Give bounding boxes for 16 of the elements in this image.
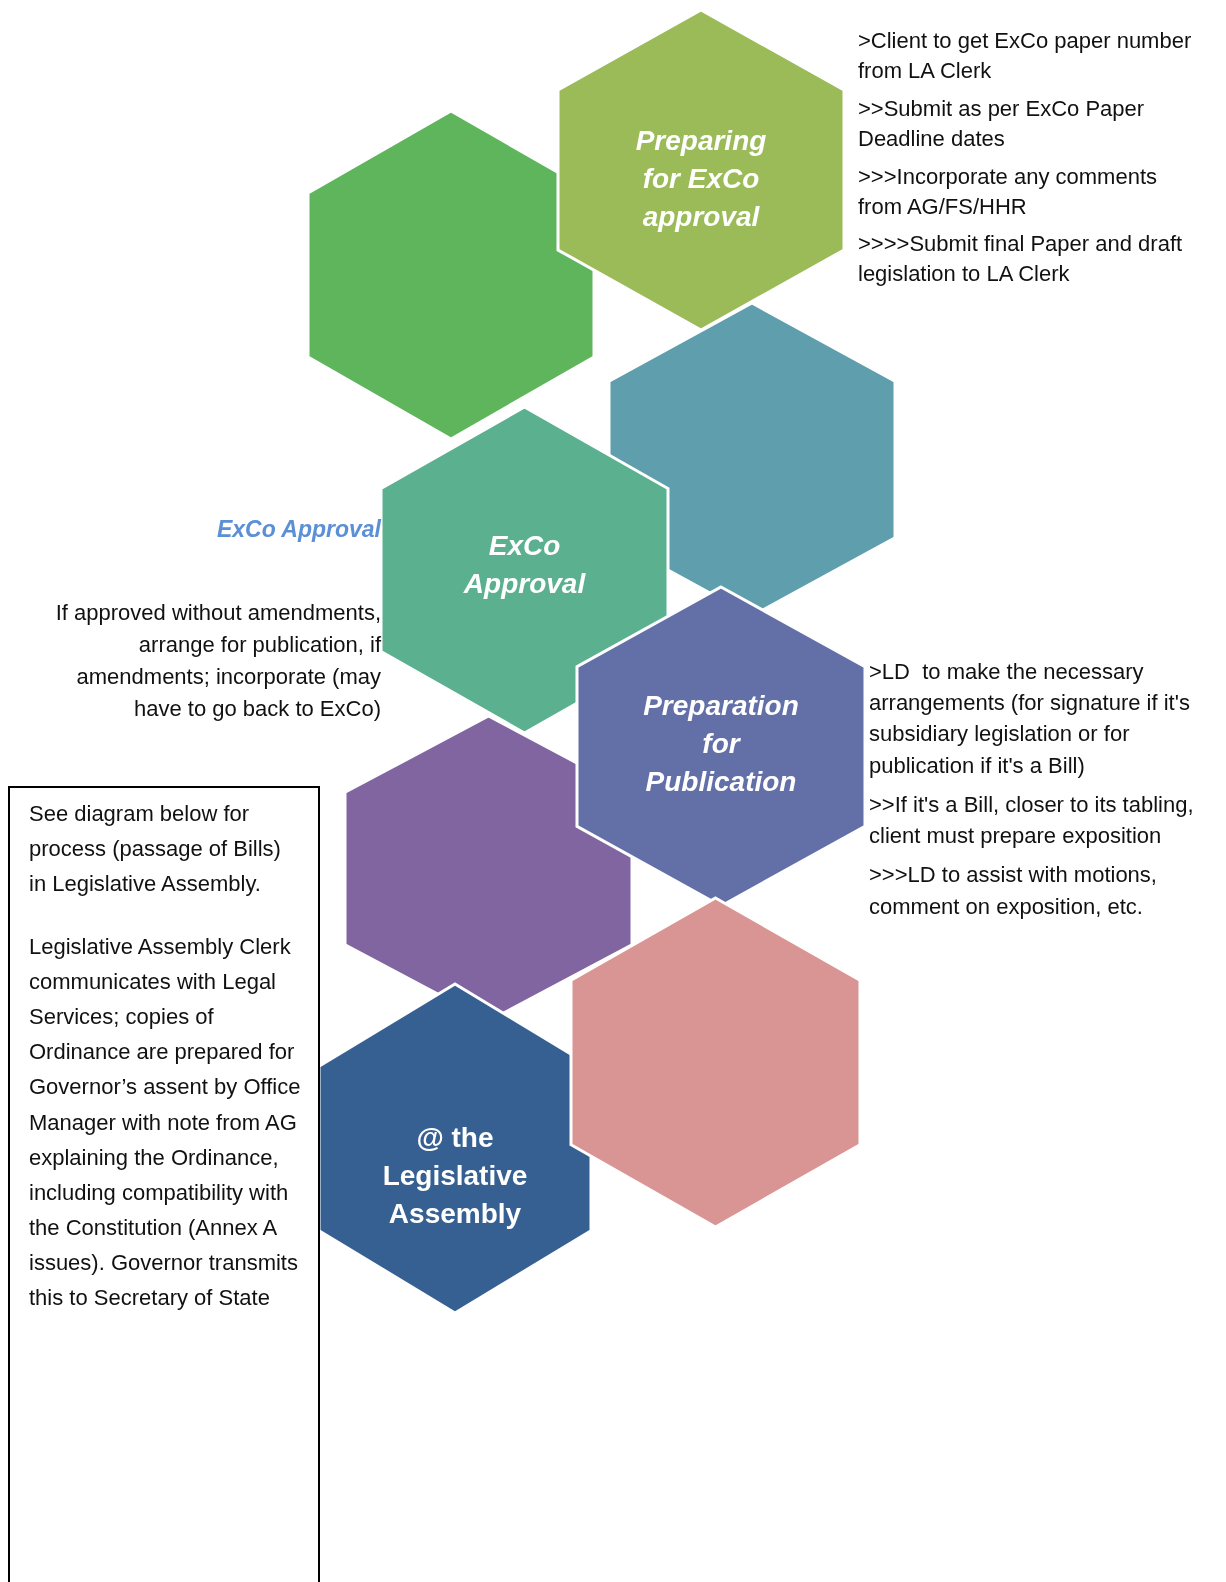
note-text: >Client to get ExCo paper number from LA Clerk	[858, 27, 1193, 85]
hexagon-label: Preparing for ExCo approval	[634, 124, 768, 234]
hexagon-label: @ the Legislative Assembly	[381, 1121, 529, 1231]
note-paragraph: See diagram below for process (passage of Bills) in Legislative Assembly.	[29, 800, 282, 899]
side-heading: ExCo Approval	[216, 515, 381, 544]
note-text: >>>LD to assist with motions, comment on exposition, etc.	[869, 861, 1158, 921]
note-text: If approved without amendments, arrange for publication, if amendments; incorporate (may have to go back to ExCo)	[54, 599, 381, 723]
note-box	[8, 786, 320, 1582]
note-text: >LD to make the necessary arrangements (for signature if it's subsidiary legislation or for publication if it's a Bill)	[869, 658, 1191, 780]
note-paragraph: Legislative Assembly Clerk communicates with Legal Services; copies of Ordinance are prepared for Governor’s assent by Office Manager with note from AG explaining the Ordinance, including compatibility with the Constitution (Annex A issues). Governor transmits this to Secretary of State	[29, 932, 302, 1313]
note-text: >>Submit as per ExCo Paper Deadline dates	[858, 94, 1146, 153]
note-text: >>>>Submit final Paper and draft legislation to LA Clerk	[858, 230, 1184, 289]
hexagon-label: ExCo Approval	[462, 529, 587, 601]
note-text: >>>Incorporate any comments from AG/FS/HHR	[858, 162, 1158, 221]
note-text: >>If it's a Bill, closer to its tabling, client must prepare exposition	[869, 790, 1195, 851]
hexagon-label: Preparation for Publication	[642, 689, 800, 799]
